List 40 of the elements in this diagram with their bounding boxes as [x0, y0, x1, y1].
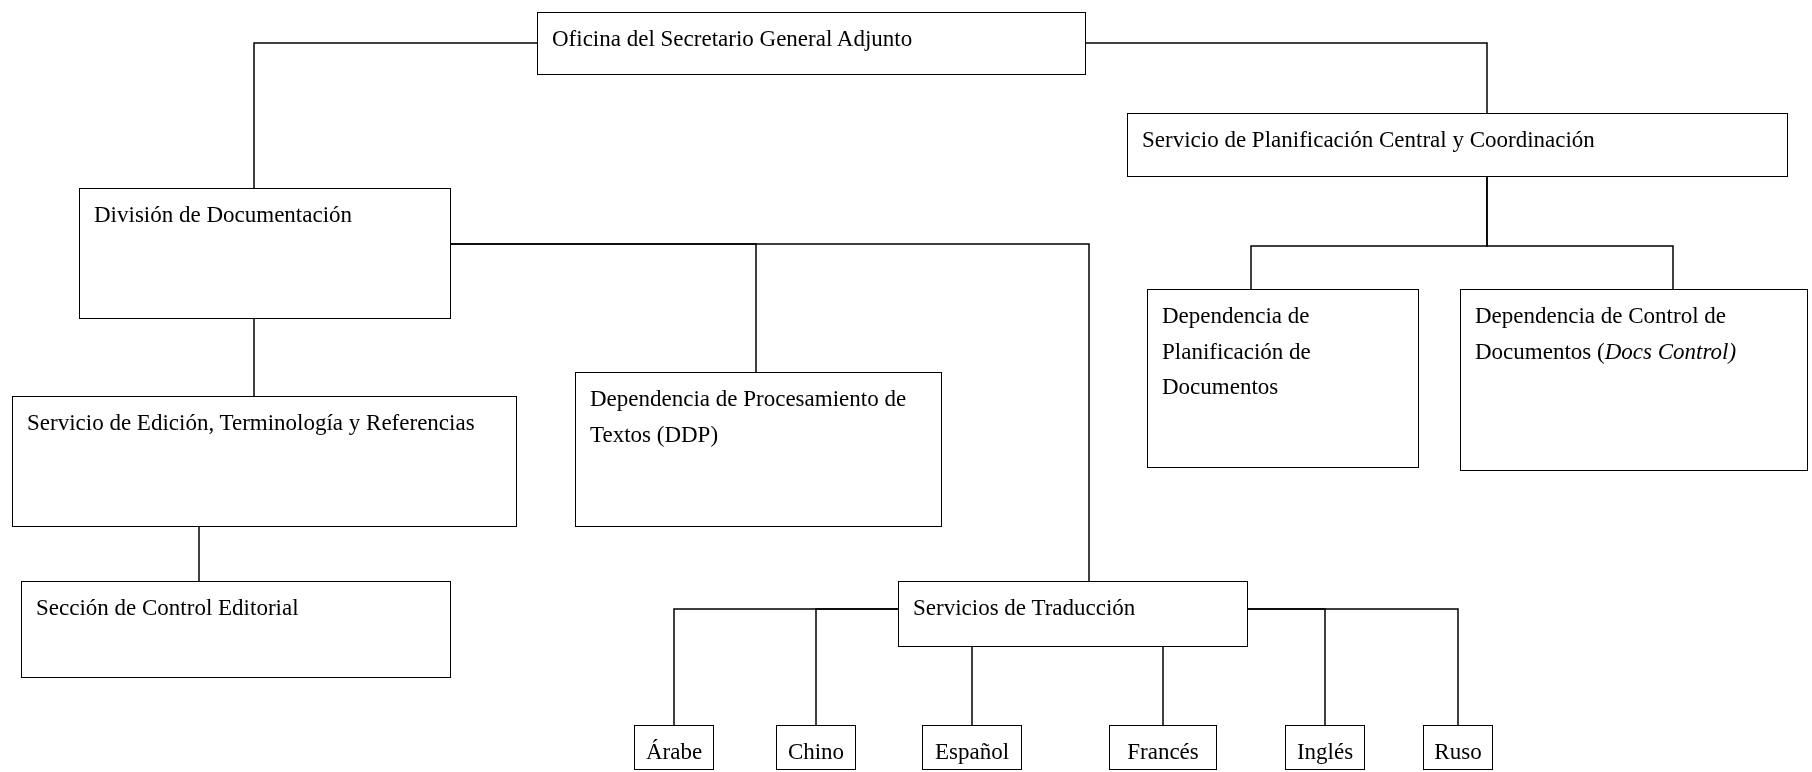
- connector-line: [198, 526, 200, 582]
- connector-line: [971, 646, 973, 726]
- org-unit-box: [1460, 289, 1808, 471]
- unit-name: Servicio de Edición, Terminología y Referencias: [27, 410, 475, 435]
- org-unit-box: [634, 725, 714, 770]
- org-unit-box: [537, 12, 1086, 75]
- org-unit-box: [898, 581, 1248, 647]
- unit-name: Oficina del Secretario General Adjunto: [552, 26, 913, 51]
- org-unit-box: [1423, 725, 1493, 770]
- org-unit-box: [575, 372, 942, 527]
- org-unit-box: [79, 188, 451, 319]
- org-unit-box: [1285, 725, 1365, 770]
- unit-name: Español: [934, 739, 1010, 764]
- unit-name: Ruso: [1434, 739, 1482, 764]
- unit-name: Chino: [787, 739, 845, 764]
- unit-name: Servicio de Planificación Central y Coordinación: [1142, 127, 1595, 152]
- unit-name: Dependencia de Control de Documentos (Docs Control): [1475, 303, 1737, 364]
- unit-name: Servicios de Traducción: [913, 595, 1136, 620]
- unit-name: Francés: [1127, 739, 1199, 764]
- connector-line: [815, 608, 899, 726]
- unit-name: División de Documentación: [94, 202, 353, 227]
- connector-line: [253, 42, 538, 189]
- connector-line: [1085, 42, 1488, 114]
- unit-name: Dependencia de Planificación de Documentos: [1162, 303, 1311, 400]
- connector-line: [253, 318, 255, 397]
- connector-line: [1162, 646, 1164, 726]
- org-unit-box: [1127, 113, 1788, 177]
- org-unit-box: [776, 725, 856, 770]
- unit-name: Árabe: [645, 739, 703, 764]
- org-unit-box: [21, 581, 451, 678]
- unit-name: Sección de Control Editorial: [36, 595, 299, 620]
- connector-line: [1247, 608, 1459, 726]
- org-unit-box: [922, 725, 1022, 770]
- org-unit-box: [12, 396, 517, 527]
- unit-name: Inglés: [1296, 739, 1354, 764]
- connector-line: [450, 243, 1090, 582]
- org-unit-box: [1147, 289, 1419, 468]
- connector-line: [1486, 176, 1674, 290]
- unit-name: Dependencia de Procesamiento de Textos (DDP): [590, 386, 907, 447]
- org-unit-box: [1109, 725, 1217, 770]
